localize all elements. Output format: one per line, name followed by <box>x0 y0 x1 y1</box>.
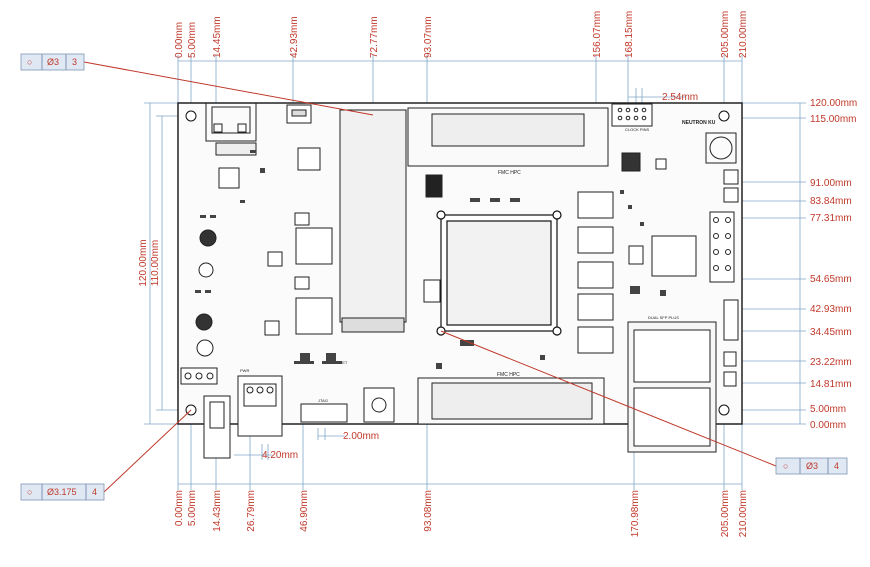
usb-connector <box>286 104 312 124</box>
top-dim-6: 156.07mm <box>592 11 603 58</box>
pwr-label: PWR <box>240 368 249 373</box>
pitch-label-left: 4.20mm <box>262 450 298 461</box>
callout-1-quantity: 3 <box>72 57 77 67</box>
small-components <box>195 150 666 369</box>
callout-3-diameter: Ø3 <box>806 461 818 471</box>
callout-3: ○ Ø3 4 <box>775 457 848 475</box>
callout-2-quantity: 4 <box>92 487 97 497</box>
top-dim-7: 168.15mm <box>624 11 635 58</box>
fmc-hpc-top-label: FMC HPC <box>498 170 521 176</box>
mounting-hole-tl <box>185 110 197 122</box>
right-dim-11: 0.00mm <box>810 420 846 431</box>
top-dim-0: 0.00mm <box>174 22 185 58</box>
bottom-dim-1: 5.00mm <box>187 490 198 526</box>
right-dim-8: 23.22mm <box>810 357 852 368</box>
ddr-memory-chips <box>577 191 614 354</box>
right-dim-7: 34.45mm <box>810 327 852 338</box>
right-header-array <box>709 169 739 387</box>
mounting-hole-br <box>718 404 730 416</box>
jtag-header <box>300 403 348 423</box>
left-dimension-labels: 120.00mm 110.00mm <box>138 239 161 286</box>
fpga-chip <box>436 210 562 336</box>
callout-1-diameter: Ø3 <box>47 57 59 67</box>
bottom-dimension-labels: 0.00mm 5.00mm 14.43mm 26.79mm 46.90mm 93… <box>174 490 749 537</box>
top-dimension-labels: 0.00mm 5.00mm 14.45mm 42.93mm 72.77mm 93… <box>174 11 749 58</box>
pitch-label-bottom: 2.00mm <box>343 431 379 442</box>
right-dim-1: 115.00mm <box>810 114 857 125</box>
jtag-label: JTAG <box>318 398 328 403</box>
bottom-dim-4: 46.90mm <box>299 490 310 532</box>
inductors <box>195 229 217 357</box>
bottom-dim-0: 0.00mm <box>174 490 185 526</box>
callout-1: ○ Ø3 3 <box>20 53 85 71</box>
bottom-dim-5: 93.08mm <box>423 490 434 532</box>
right-dim-6: 42.93mm <box>810 304 852 315</box>
right-dim-4: 77.31mm <box>810 213 852 224</box>
right-dimension-labels: 120.00mm 115.00mm 91.00mm 83.84mm 77.31m… <box>810 98 857 431</box>
top-dim-2: 14.45mm <box>212 16 223 58</box>
callout-2-symbol: ○ <box>27 487 32 497</box>
bottom-dim-8: 210.00mm <box>738 490 749 537</box>
right-dim-9: 14.81mm <box>810 379 852 390</box>
top-dim-1: 5.00mm <box>187 22 198 58</box>
bottom-dim-7: 205.00mm <box>720 490 731 537</box>
top-dim-8: 205.00mm <box>720 11 731 58</box>
callout-3-symbol: ○ <box>783 461 788 471</box>
bottom-dim-2: 14.43mm <box>212 490 223 532</box>
left-dim-0: 120.00mm <box>138 239 149 286</box>
pitch-label-top: 2.54mm <box>662 92 698 103</box>
top-dim-4: 72.77mm <box>369 16 380 58</box>
mounting-hole-tr <box>718 110 730 122</box>
fmc-hpc-top-connector <box>407 107 609 167</box>
dual-sfp-cage <box>627 321 717 453</box>
top-dim-3: 42.93mm <box>289 16 300 58</box>
pitch-labels: 2.54mm 2.00mm 4.20mm <box>262 92 698 461</box>
right-dim-2: 91.00mm <box>810 178 852 189</box>
callout-1-symbol: ○ <box>27 57 32 67</box>
reset-switch <box>363 387 395 423</box>
top-dim-5: 93.07mm <box>423 16 434 58</box>
clock-pins-label: CLOCK PINS <box>625 127 650 132</box>
callout-leaders <box>83 61 777 493</box>
dual-sfp-label: DUAL SFP PLUS <box>648 315 679 320</box>
right-dim-10: 5.00mm <box>810 404 846 415</box>
callout-3-quantity: 4 <box>834 461 839 471</box>
callout-2-diameter: Ø3.175 <box>47 487 77 497</box>
fmc-hpc-bottom-label: FMC HPC <box>497 372 520 378</box>
dc-jack <box>203 395 231 459</box>
right-dim-0: 120.00mm <box>810 98 857 109</box>
power-terminal <box>180 367 218 385</box>
bottom-dim-3: 26.79mm <box>246 490 257 532</box>
ethernet-jack <box>205 102 257 156</box>
right-dim-3: 83.84mm <box>810 196 852 207</box>
callout-2: ○ Ø3.175 4 <box>20 483 105 501</box>
power-connector <box>705 132 737 164</box>
left-dim-1: 110.00mm <box>150 240 161 287</box>
pwr-connector-block <box>237 375 283 437</box>
misc-chips <box>218 147 697 336</box>
clock-pins-header <box>611 103 653 127</box>
top-dim-9: 210.00mm <box>738 11 749 58</box>
board-name: NEUTRON KU <box>682 120 716 126</box>
right-dim-5: 54.65mm <box>810 274 852 285</box>
m2-slot <box>339 109 407 333</box>
fmc-hpc-bottom-connector <box>417 377 605 425</box>
bottom-dim-6: 170.98mm <box>630 490 641 537</box>
